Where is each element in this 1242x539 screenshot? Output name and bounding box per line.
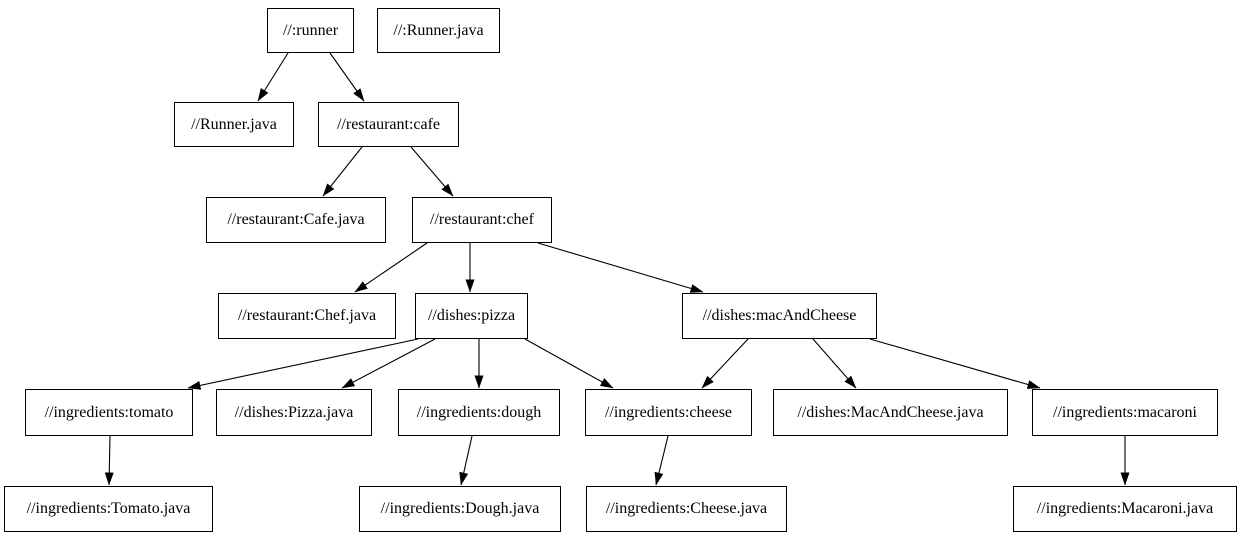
graph-edge-tomato-to-tomato_java [104,435,114,486]
graph-edge-mac_and_cheese-to-macaroni [869,338,1041,389]
graph-node-macaroni_java: //ingredients:Macaroni.java [1013,486,1237,532]
graph-node-runner_java_root: //:Runner.java [377,8,500,53]
graph-node-cheese_java: //ingredients:Cheese.java [586,486,787,532]
graph-edge-dough-to-dough_java [459,435,473,486]
graph-node-mac_and_cheese_java: //dishes:MacAndCheese.java [773,389,1008,436]
graph-node-cheese: //ingredients:cheese [585,389,752,436]
graph-node-cafe_java: //restaurant:Cafe.java [206,197,386,243]
graph-edge-runner-to-runner_java [257,52,289,102]
graph-node-cafe: //restaurant:cafe [318,102,459,147]
graph-node-pizza: //dishes:pizza [415,293,528,339]
graph-edge-cafe-to-cafe_java [322,146,363,197]
graph-edge-cafe-to-chef [410,146,454,197]
graph-edge-runner-to-cafe [329,52,365,102]
graph-edge-pizza-to-tomato [187,338,419,390]
graph-node-macaroni: //ingredients:macaroni [1032,389,1218,436]
graph-edge-chef-to-mac_and_cheese [537,242,704,293]
graph-edge-chef-to-chef_java [354,242,428,293]
graph-node-dough: //ingredients:dough [398,389,560,436]
graph-edge-pizza-to-cheese [524,338,614,389]
graph-edge-mac_and_cheese-to-mac_and_cheese_java [812,338,857,389]
graph-node-chef_java: //restaurant:Chef.java [218,293,396,339]
graph-node-pizza_java: //dishes:Pizza.java [216,389,372,436]
graph-node-runner: //:runner [267,8,354,53]
graph-edge-mac_and_cheese-to-cheese [701,338,749,389]
graph-edge-cheese-to-cheese_java [654,435,669,486]
graph-node-dough_java: //ingredients:Dough.java [359,486,561,532]
graph-node-runner_java: //Runner.java [174,102,294,147]
graph-node-tomato_java: //ingredients:Tomato.java [4,486,213,532]
graph-node-mac_and_cheese: //dishes:macAndCheese [682,293,877,339]
graph-node-tomato: //ingredients:tomato [25,389,193,436]
graph-edge-pizza-to-pizza_java [341,338,436,389]
graph-node-chef: //restaurant:chef [412,197,552,243]
